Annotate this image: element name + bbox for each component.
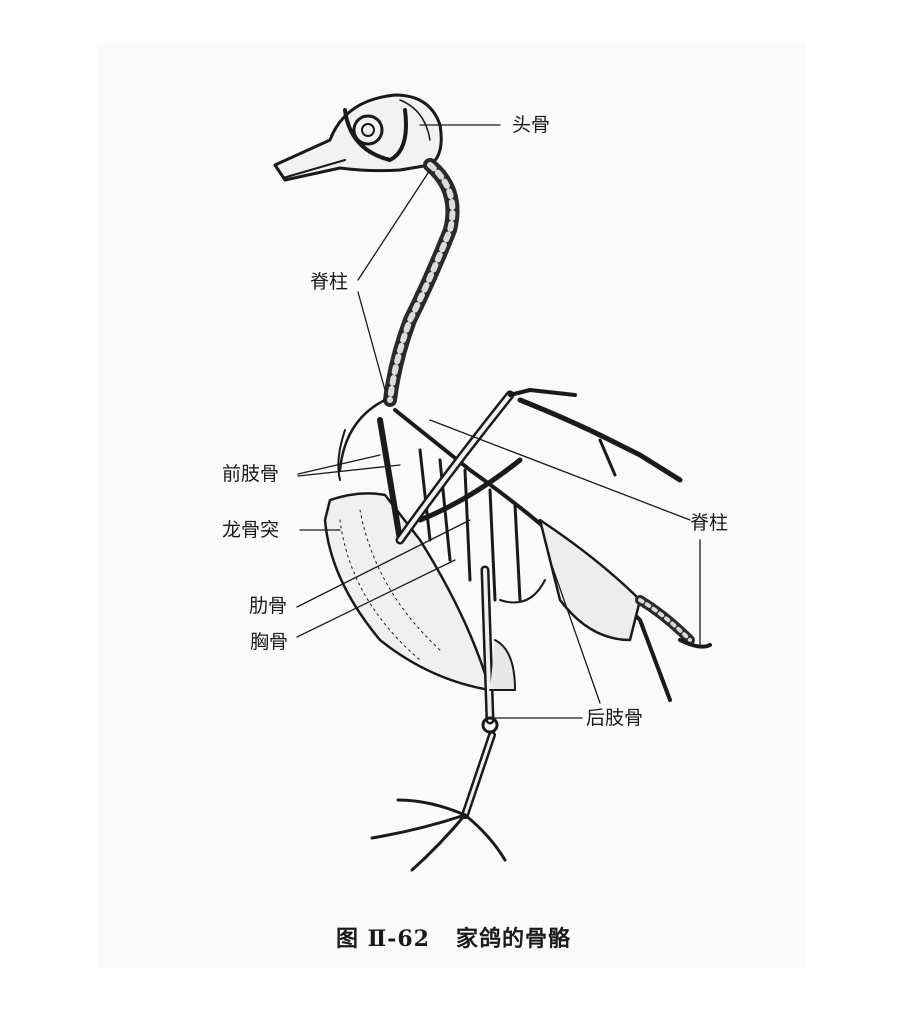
neck-vertebrae-drawing xyxy=(383,158,460,407)
label-ribs: 肋骨 xyxy=(249,595,288,617)
keel-sternum-drawing xyxy=(323,398,492,692)
label-forelimb: 前肢骨 xyxy=(222,463,280,485)
ribcage-drawing xyxy=(377,408,712,702)
leader-lines xyxy=(296,124,701,719)
leg-drawing xyxy=(370,565,516,872)
label-hindlimb: 后肢骨 xyxy=(586,707,644,729)
label-skull: 头骨 xyxy=(512,114,551,136)
label-keel: 龙骨突 xyxy=(222,519,280,541)
label-sternum: 胸骨 xyxy=(250,631,289,653)
figure-caption: 图 Ⅱ-62 家鸽的骨骼 xyxy=(336,921,571,953)
caption-number: 图 Ⅱ-62 xyxy=(336,926,430,952)
label-spine-upper: 脊柱 xyxy=(310,271,349,293)
caption-title: 家鸽的骨骼 xyxy=(455,926,571,952)
wing-drawing xyxy=(395,388,683,545)
label-spine-lower: 脊柱 xyxy=(690,512,729,534)
skull-drawing xyxy=(273,93,443,182)
